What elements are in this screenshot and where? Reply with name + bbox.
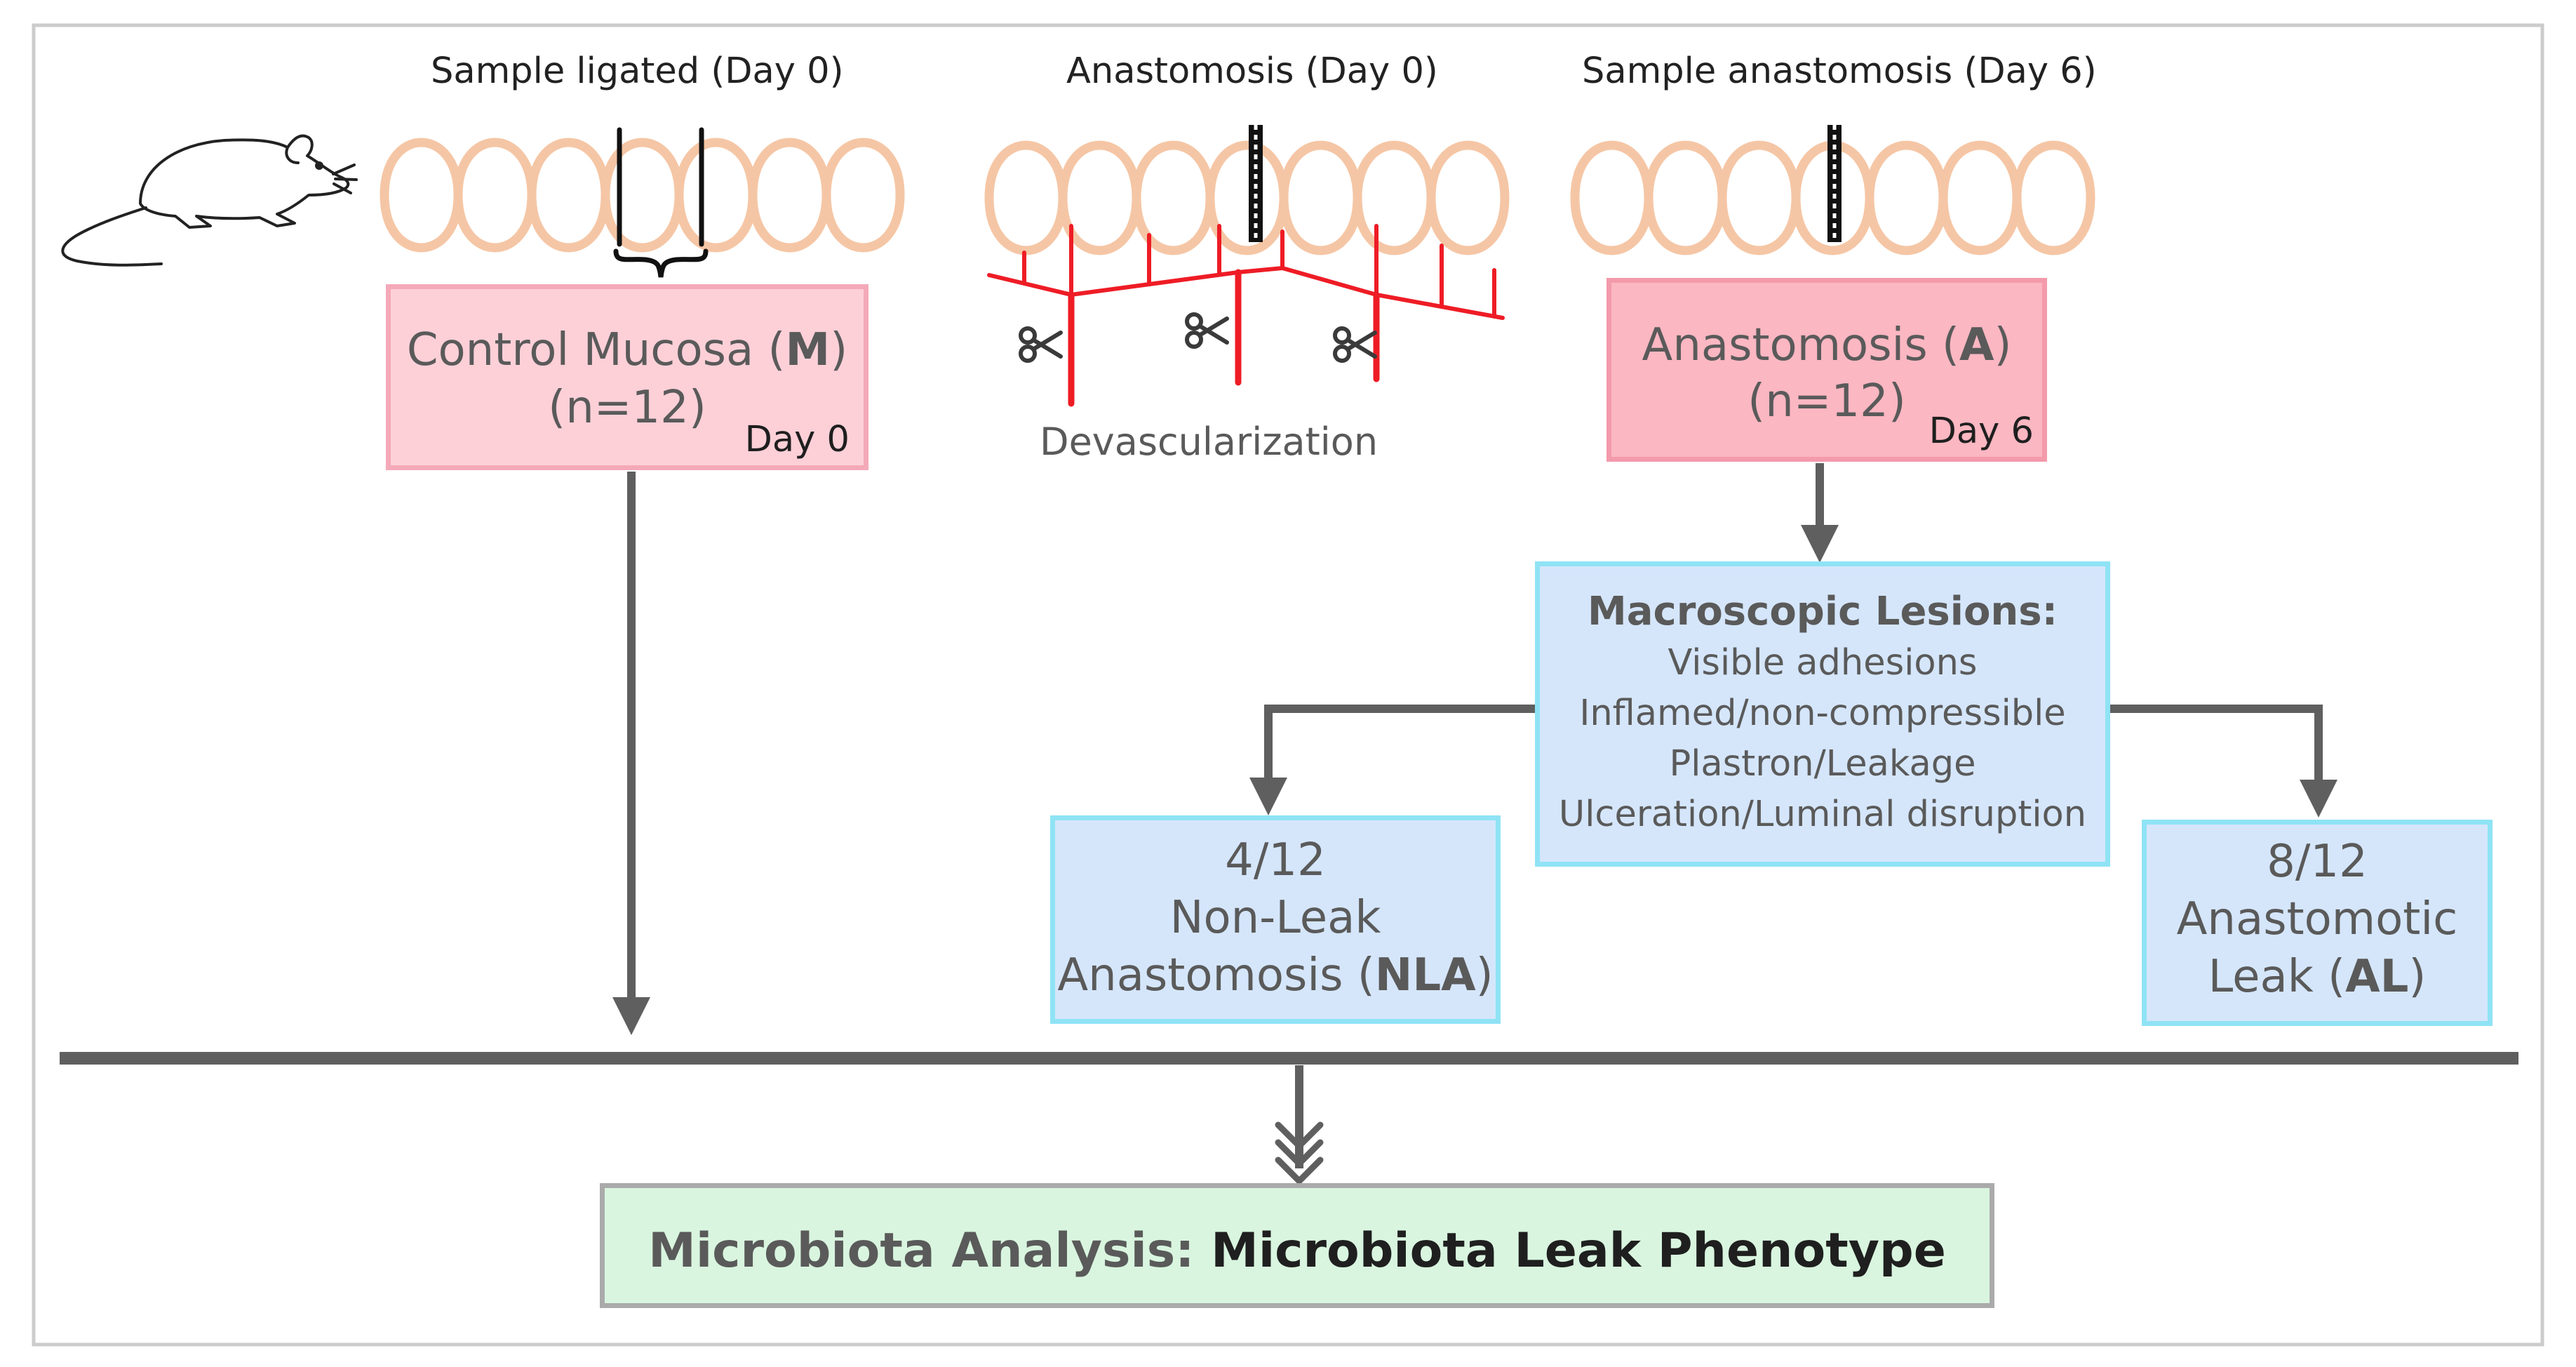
intestine-segment-2	[984, 140, 1510, 255]
arrow-lesions-to-nla	[1249, 705, 1536, 815]
cut-vessels	[1068, 269, 1380, 407]
anastomosis-title: Anastomosis (A)	[1642, 319, 2012, 371]
nla-line1: Non-Leak	[1169, 892, 1381, 944]
lesion-item: Visible adhesions	[1668, 642, 1978, 684]
connectors	[612, 463, 2337, 1168]
mouse-icon	[61, 134, 358, 267]
control-mucosa-day: Day 0	[744, 419, 850, 460]
control-mucosa-box: Control Mucosa (M) (n=12) Day 0	[386, 284, 868, 470]
nla-box: 4/12 Non-Leak Anastomosis (NLA)	[1050, 815, 1501, 1024]
al-line2: Leak (AL)	[2208, 951, 2427, 1003]
al-count: 8/12	[2267, 836, 2368, 888]
scissors-icon	[1333, 326, 1377, 363]
staple-line-icon	[1249, 125, 1842, 242]
scissors-icon	[1185, 312, 1229, 349]
anastomosis-day: Day 6	[1928, 411, 2034, 452]
lesion-item: Plastron/Leakage	[1669, 743, 1976, 785]
arrow-lesions-to-al	[2110, 705, 2337, 818]
anastomosis-box: Anastomosis (A) (n=12) Day 6	[1606, 278, 2047, 462]
lesions-box: Macroscopic Lesions: Visible adhesions I…	[1535, 561, 2110, 867]
control-mucosa-title: Control Mucosa (M)	[406, 324, 848, 376]
al-line1: Anastomotic	[2176, 893, 2458, 945]
lesions-title: Macroscopic Lesions:	[1587, 589, 2058, 634]
nla-count: 4/12	[1225, 834, 1326, 886]
lesion-item: Inflamed/non-compressible	[1579, 693, 2066, 734]
mesenteric-vessels	[987, 224, 1505, 320]
intestine-segment-1	[380, 138, 905, 253]
anastomosis-count: (n=12)	[1747, 375, 1906, 427]
triple-chevron-icon	[1275, 1121, 1324, 1185]
microbiota-analysis-box: Microbiota Analysis: Microbiota Leak Phe…	[600, 1183, 1994, 1308]
control-mucosa-count: (n=12)	[548, 382, 706, 434]
outer-frame	[32, 23, 2544, 1347]
al-box: 8/12 Anastomotic Leak (AL)	[2142, 820, 2493, 1026]
ligature-bracket-icon	[613, 127, 709, 278]
lesion-item: Ulceration/Luminal disruption	[1558, 794, 2087, 835]
stage-label-sample-anastomosis: Sample anastomosis (Day 6)	[1582, 51, 2097, 92]
stage-label-anastomosis: Anastomosis (Day 0)	[1066, 51, 1438, 92]
nla-line2: Anastomosis (NLA)	[1057, 949, 1494, 1001]
stage-label-ligated: Sample ligated (Day 0)	[431, 51, 844, 92]
scissors-icon	[1019, 326, 1063, 363]
devascularization-label: Devascularization	[1040, 420, 1378, 464]
analysis-text: Microbiota Analysis: Microbiota Leak Phe…	[648, 1223, 1946, 1279]
